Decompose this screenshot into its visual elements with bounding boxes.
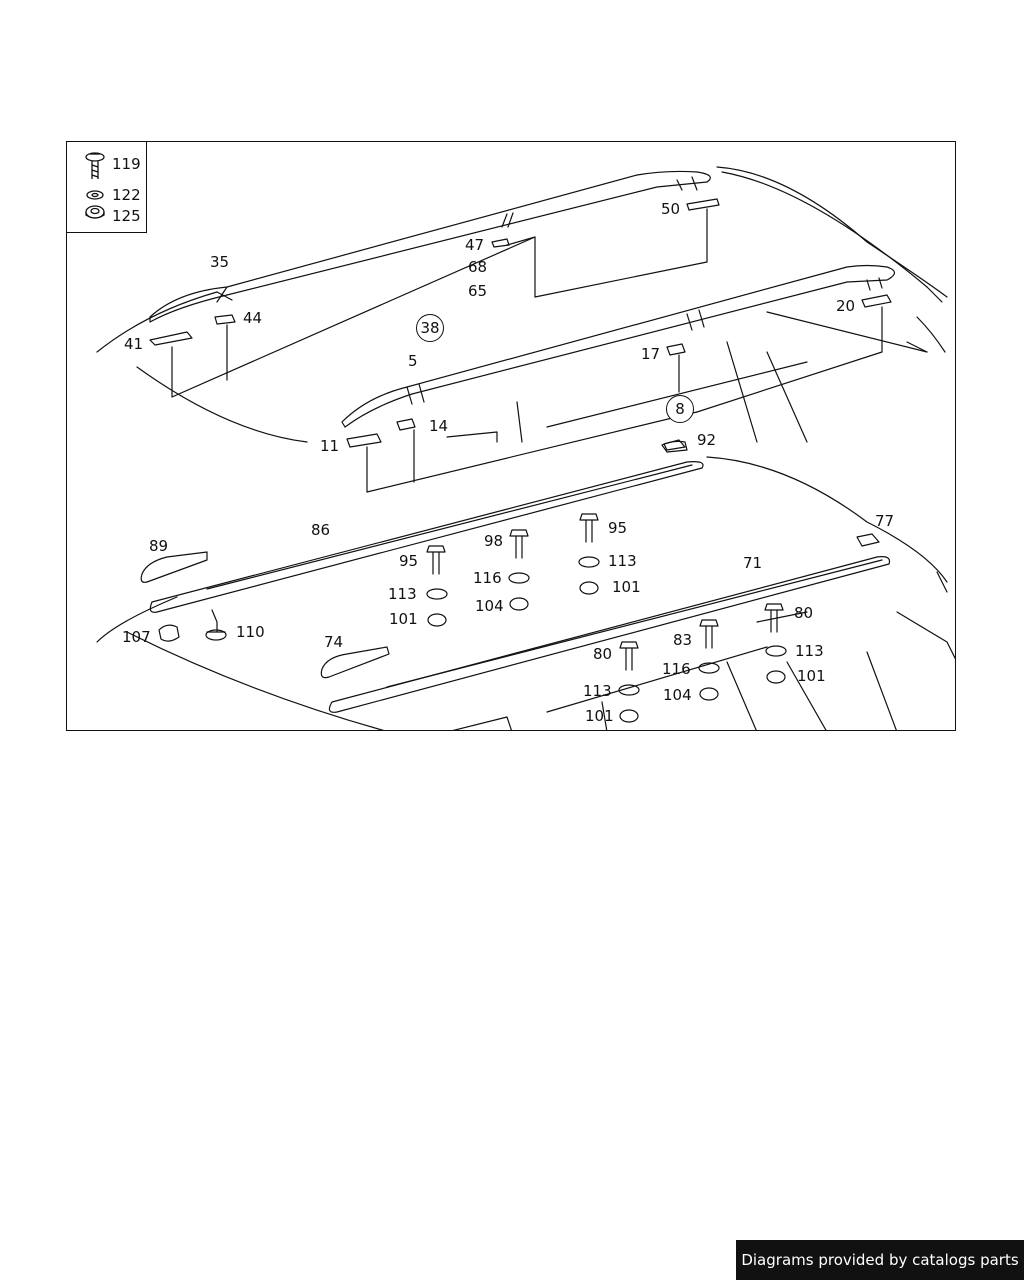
- footer-banner: Diagrams provided by catalogs parts: [736, 1240, 1024, 1280]
- part-callout-71: 71: [743, 554, 763, 572]
- bolt-with-washer-icon: [85, 152, 105, 179]
- part-callout-92: 92: [697, 431, 717, 449]
- part-callout-47: 47: [465, 236, 485, 254]
- part-callout-107: 107: [122, 628, 151, 646]
- part-callout-95: 95: [608, 519, 628, 537]
- part-callout-116: 116: [473, 569, 502, 587]
- nut-icon: [85, 205, 105, 219]
- part-callout-89: 89: [149, 537, 169, 555]
- part-callout-83: 83: [673, 631, 693, 649]
- part-callout-110: 110: [236, 623, 265, 641]
- part-callout-101: 101: [797, 667, 826, 685]
- part-callout-77: 77: [875, 512, 895, 530]
- part-callout-98: 98: [484, 532, 504, 550]
- part-callout-74: 74: [324, 633, 344, 651]
- part-callout-86: 86: [311, 521, 331, 539]
- assembly-callout-8: 8: [666, 395, 694, 423]
- legend-number: 119: [112, 155, 141, 173]
- part-callout-14: 14: [429, 417, 449, 435]
- legend-number: 125: [112, 207, 141, 225]
- part-callout-80: 80: [593, 645, 613, 663]
- part-callout-113: 113: [608, 552, 637, 570]
- part-callout-113: 113: [795, 642, 824, 660]
- part-callout-35: 35: [210, 253, 230, 271]
- part-callout-104: 104: [475, 597, 504, 615]
- part-callout-116: 116: [662, 660, 691, 678]
- part-callout-80: 80: [794, 604, 814, 622]
- part-callout-50: 50: [661, 200, 681, 218]
- part-callout-101: 101: [585, 707, 614, 725]
- parts-diagram: 119 122 125 35 44 41 47 68 65 50 5 17 20…: [66, 141, 956, 731]
- part-callout-113: 113: [583, 682, 612, 700]
- part-callout-44: 44: [243, 309, 263, 327]
- part-callout-41: 41: [124, 335, 144, 353]
- part-callout-20: 20: [836, 297, 856, 315]
- legend-number: 122: [112, 186, 141, 204]
- washer-icon: [86, 190, 104, 200]
- part-callout-11: 11: [320, 437, 340, 455]
- part-callout-104: 104: [663, 686, 692, 704]
- part-callout-101: 101: [612, 578, 641, 596]
- part-callout-68: 68: [468, 258, 488, 276]
- part-callout-101: 101: [389, 610, 418, 628]
- part-callout-95: 95: [399, 552, 419, 570]
- part-callout-5: 5: [408, 352, 418, 370]
- assembly-callout-38: 38: [416, 314, 444, 342]
- roof-rail-drawing: [96, 166, 955, 730]
- part-callout-113: 113: [388, 585, 417, 603]
- part-callout-65: 65: [468, 282, 488, 300]
- fastener-legend: 119 122 125: [67, 142, 147, 233]
- part-callout-17: 17: [641, 345, 661, 363]
